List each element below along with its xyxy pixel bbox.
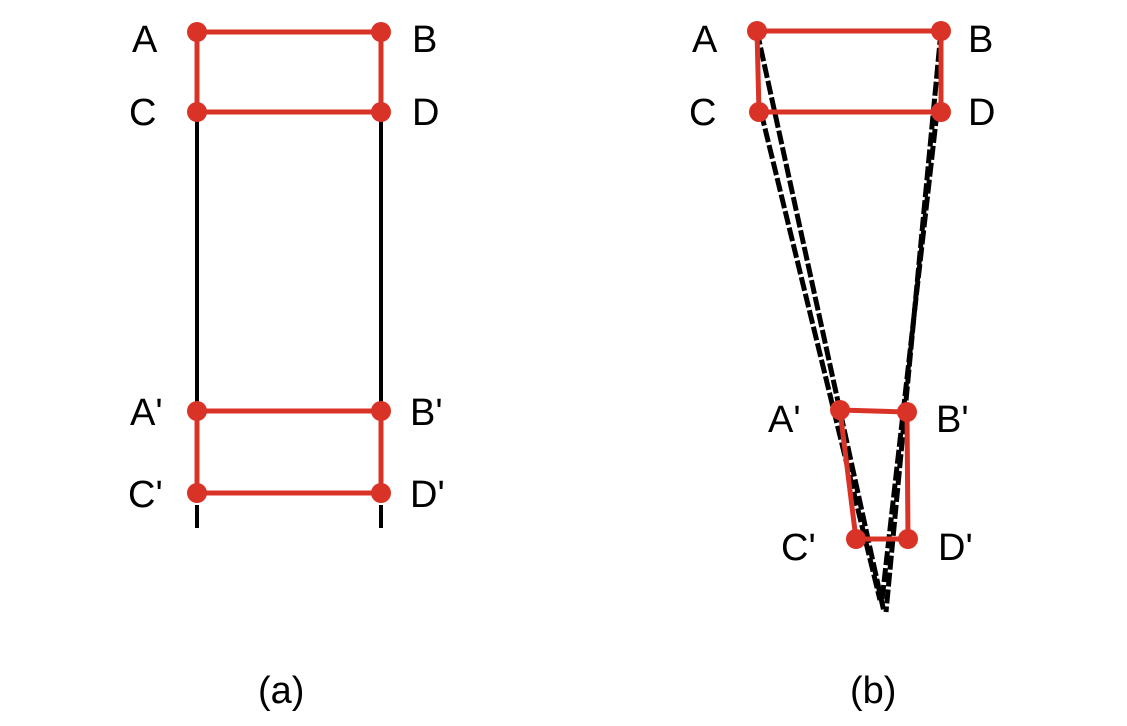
point-a (187, 22, 207, 42)
point-d-prime (371, 483, 391, 503)
rect-abcd-prime (194, 408, 384, 496)
label-b: B (968, 19, 993, 61)
point-c-prime (187, 483, 207, 503)
projection-line-d (879, 111, 940, 601)
panel-b: A B C D A' B' C' D' (b) (689, 19, 995, 712)
label-b-prime: B' (936, 399, 969, 441)
label-d-prime: D' (410, 474, 445, 516)
point-b (931, 21, 951, 41)
projection-line-c (758, 111, 883, 601)
label-b-prime: B' (410, 392, 443, 434)
label-d-prime: D' (938, 527, 973, 569)
label-a: A (132, 19, 158, 61)
point-c-prime (846, 529, 866, 549)
rect-abcd (194, 29, 384, 115)
point-b-prime (897, 402, 917, 422)
rect-abcd (754, 28, 944, 115)
label-c-prime: C' (781, 527, 816, 569)
caption-b: (b) (850, 670, 896, 712)
point-c (187, 102, 207, 122)
label-a: A (692, 19, 718, 61)
point-c (749, 102, 769, 122)
point-a-prime (830, 400, 850, 420)
caption-a: (a) (258, 670, 304, 712)
label-c: C (689, 92, 716, 134)
point-b-prime (371, 401, 391, 421)
point-a (747, 21, 767, 41)
label-a-prime: A' (130, 392, 163, 434)
label-c: C (129, 92, 156, 134)
projection-line-a (754, 30, 887, 613)
point-d (931, 102, 951, 122)
label-b: B (412, 19, 437, 61)
label-a-prime: A' (768, 399, 801, 441)
label-d: D (968, 92, 995, 134)
point-d-prime (898, 529, 918, 549)
label-d: D (412, 92, 439, 134)
panel-a: A B C D A' B' C' D' (a) (128, 19, 445, 712)
point-a-prime (187, 401, 207, 421)
label-c-prime: C' (128, 474, 163, 516)
point-b (371, 22, 391, 42)
point-d (371, 102, 391, 122)
